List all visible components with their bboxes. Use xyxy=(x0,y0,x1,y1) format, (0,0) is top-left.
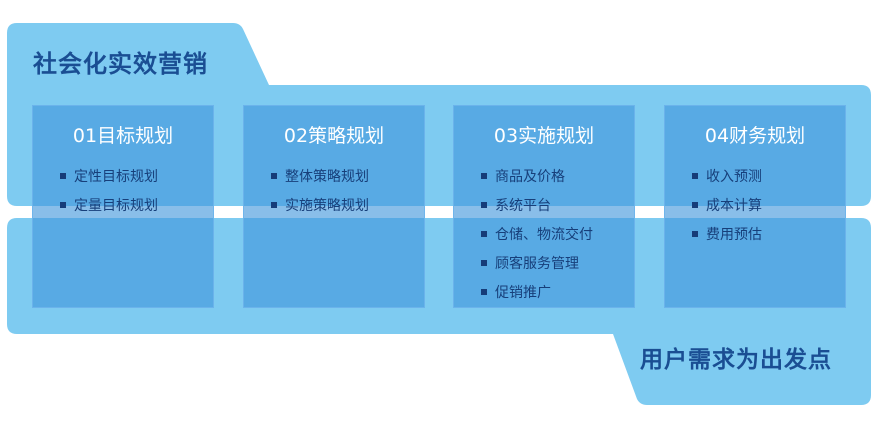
card-item-list: 整体策略规划 实施策略规划 xyxy=(271,161,369,219)
square-bullet-icon xyxy=(60,172,66,179)
square-bullet-icon xyxy=(692,230,698,237)
list-item-label: 整体策略规划 xyxy=(285,168,369,185)
list-item-label: 定性目标规划 xyxy=(74,168,158,185)
card-item-list: 收入预测 成本计算 费用预估 xyxy=(692,161,762,248)
square-bullet-icon xyxy=(271,172,277,179)
list-item: 实施策略规划 xyxy=(271,190,369,219)
list-item-label: 实施策略规划 xyxy=(285,197,369,214)
square-bullet-icon xyxy=(60,201,66,208)
card-strategy-planning: 02策略规划 整体策略规划 实施策略规划 xyxy=(243,105,425,308)
list-item-label: 商品及价格 xyxy=(495,168,565,185)
card-title: 04财务规划 xyxy=(704,125,806,147)
list-item-label: 定量目标规划 xyxy=(74,197,158,214)
list-item: 定量目标规划 xyxy=(60,190,158,219)
list-item: 促销推广 xyxy=(481,277,593,306)
square-bullet-icon xyxy=(481,288,487,295)
card-title: 01目标规划 xyxy=(72,125,174,147)
list-item-label: 促销推广 xyxy=(495,284,551,301)
list-item: 收入预测 xyxy=(692,161,762,190)
square-bullet-icon xyxy=(271,201,277,208)
list-item: 定性目标规划 xyxy=(60,161,158,190)
footer-title: 用户需求为出发点 xyxy=(640,347,832,373)
list-item-label: 顾客服务管理 xyxy=(495,255,579,272)
card-item-list: 商品及价格 系统平台 仓储、物流交付 顾客服务管理 促销推广 xyxy=(481,161,593,306)
square-bullet-icon xyxy=(481,259,487,266)
list-item-label: 系统平台 xyxy=(495,197,551,214)
card-implementation-planning: 03实施规划 商品及价格 系统平台 仓储、物流交付 顾客服务管理 促销推广 xyxy=(453,105,635,308)
card-title: 02策略规划 xyxy=(283,125,385,147)
square-bullet-icon xyxy=(481,201,487,208)
main-title: 社会化实效营销 xyxy=(33,50,208,78)
list-item: 顾客服务管理 xyxy=(481,248,593,277)
card-title: 03实施规划 xyxy=(493,125,595,147)
card-target-planning: 01目标规划 定性目标规划 定量目标规划 xyxy=(32,105,214,308)
square-bullet-icon xyxy=(481,230,487,237)
square-bullet-icon xyxy=(692,172,698,179)
list-item: 系统平台 xyxy=(481,190,593,219)
square-bullet-icon xyxy=(692,201,698,208)
card-finance-planning: 04财务规划 收入预测 成本计算 费用预估 xyxy=(664,105,846,308)
list-item: 仓储、物流交付 xyxy=(481,219,593,248)
card-item-list: 定性目标规划 定量目标规划 xyxy=(60,161,158,219)
list-item: 商品及价格 xyxy=(481,161,593,190)
list-item: 费用预估 xyxy=(692,219,762,248)
list-item-label: 成本计算 xyxy=(706,197,762,214)
top-panel xyxy=(7,23,871,206)
list-item-label: 费用预估 xyxy=(706,226,762,243)
square-bullet-icon xyxy=(481,172,487,179)
list-item-label: 仓储、物流交付 xyxy=(495,226,593,243)
list-item-label: 收入预测 xyxy=(706,168,762,185)
list-item: 成本计算 xyxy=(692,190,762,219)
bottom-panel xyxy=(7,218,871,405)
list-item: 整体策略规划 xyxy=(271,161,369,190)
